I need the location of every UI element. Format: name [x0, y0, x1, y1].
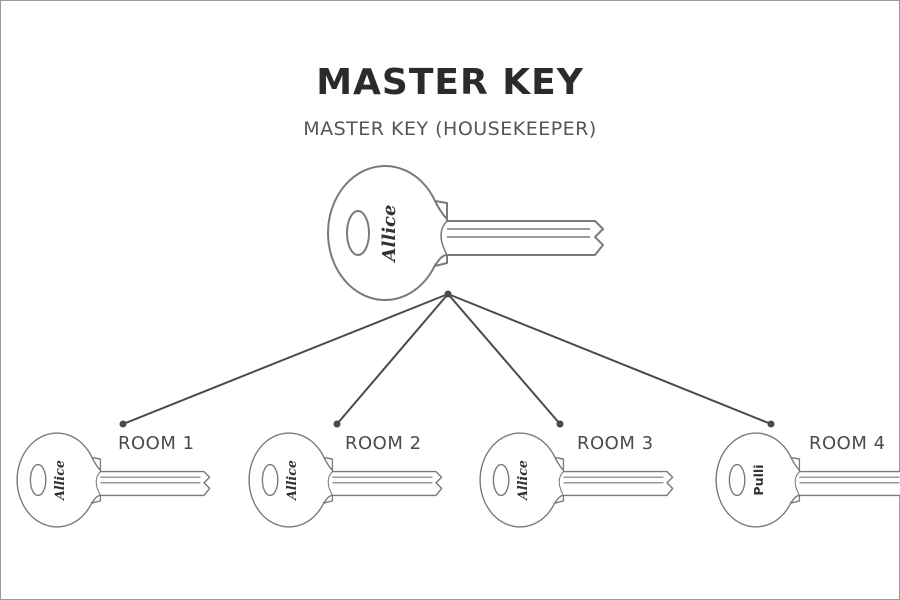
room-3-key-icon: Allice — [479, 432, 674, 528]
room-1-label: ROOM 1 — [118, 433, 195, 454]
room-2-key-brand: Allice — [284, 460, 299, 501]
room-2-dot — [333, 420, 341, 428]
connector-lines — [122, 293, 772, 425]
connector-room-4 — [447, 293, 772, 425]
room-2-label: ROOM 2 — [345, 433, 422, 454]
connector-room-3 — [447, 293, 561, 425]
connector-room-1 — [122, 293, 449, 425]
diagram-title: MASTER KEY — [316, 62, 584, 103]
diagram-subtitle: MASTER KEY (HOUSEKEEPER) — [303, 118, 597, 140]
connector-room-2 — [336, 293, 449, 425]
junction-dot — [444, 290, 452, 298]
master-key-brand: Allice — [379, 205, 400, 264]
room-3-label: ROOM 3 — [577, 433, 654, 454]
master-key-icon: Allice — [327, 165, 604, 301]
room-4-label: ROOM 4 — [809, 433, 886, 454]
room-1-dot — [119, 420, 127, 428]
room-2-key-icon: Allice — [248, 432, 443, 528]
room-4-key-brand: Pulli — [751, 464, 766, 495]
room-4-dot — [767, 420, 775, 428]
room-1-key-brand: Allice — [52, 460, 67, 501]
room-3-dot — [556, 420, 564, 428]
room-1-key-icon: Allice — [16, 432, 211, 528]
room-4-key-icon: Pulli — [715, 432, 900, 528]
room-3-key-brand: Allice — [515, 460, 530, 501]
